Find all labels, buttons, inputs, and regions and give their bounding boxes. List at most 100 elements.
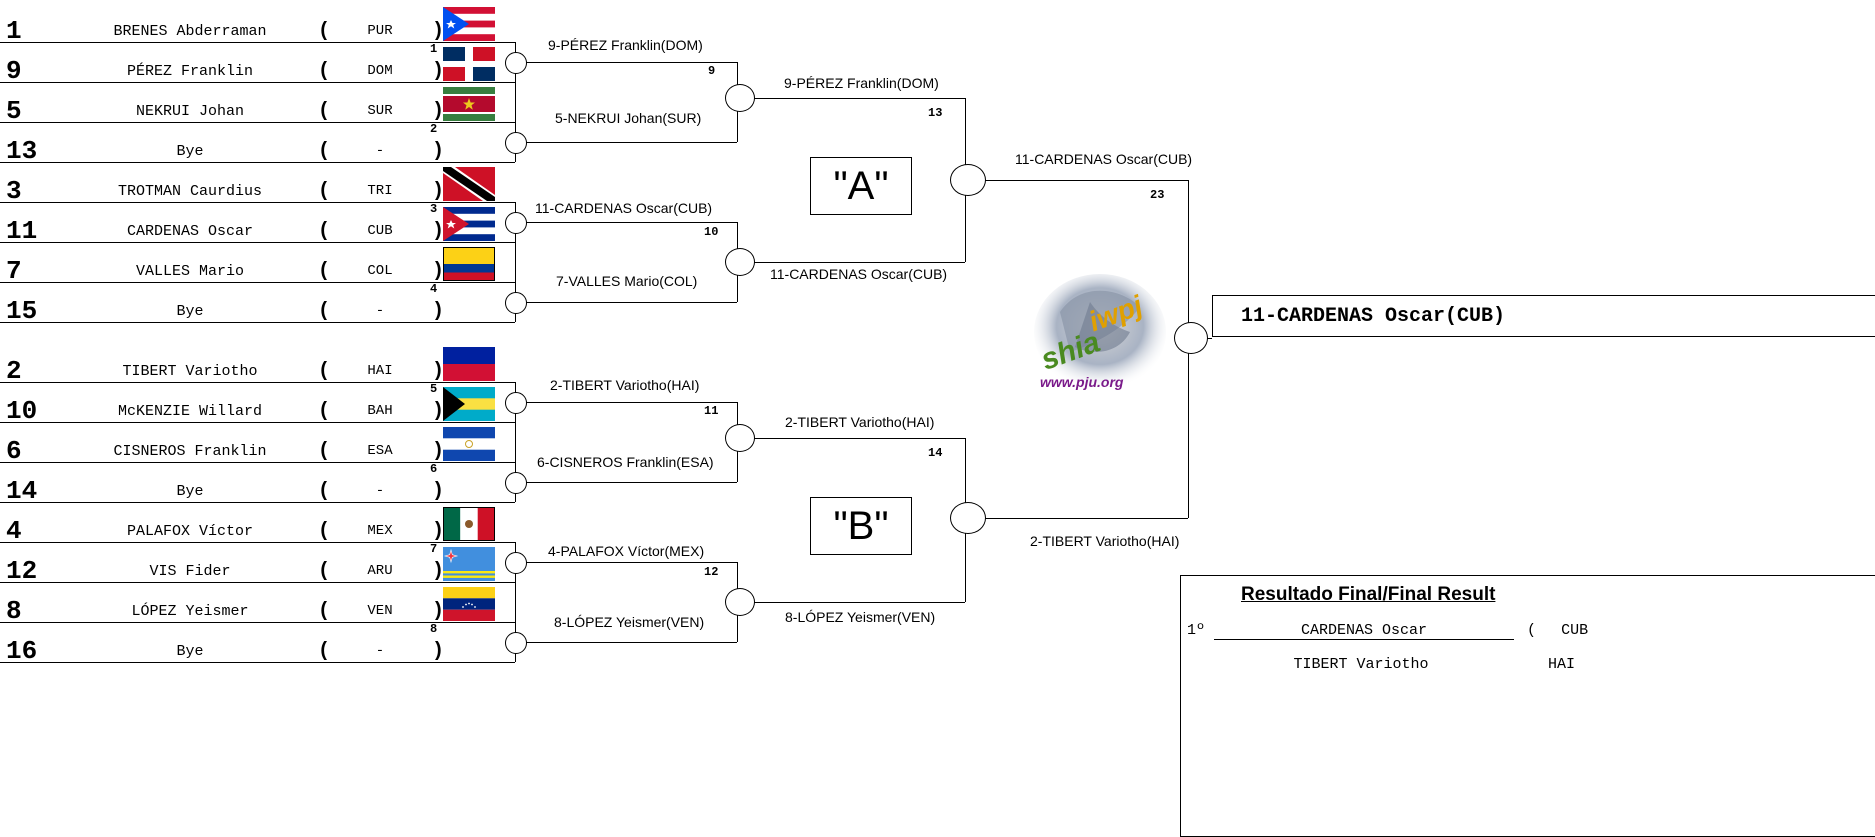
winner-line [965, 518, 1188, 519]
row-divider [0, 82, 515, 83]
winner-line [515, 402, 737, 403]
player-seed: 11 [6, 216, 38, 246]
paren-close: ) [432, 20, 445, 43]
match-circle[interactable] [950, 164, 986, 196]
paren-open: ( [318, 260, 331, 283]
row-divider [0, 162, 515, 163]
pool-a-box: "A" [810, 157, 912, 215]
winner-label: 2-TIBERT Variotho(HAI) [1030, 533, 1180, 549]
match-circle[interactable] [505, 632, 527, 654]
player-country: ESA [367, 443, 393, 459]
winner-line [515, 562, 737, 563]
player-country: SUR [367, 103, 393, 119]
winner-label: 8-LÓPEZ Yeismer(VEN) [554, 614, 705, 630]
match-circle[interactable] [505, 472, 527, 494]
match-circle[interactable] [505, 52, 527, 74]
result-row-2: TIBERT Variotho HAI [1187, 656, 1575, 673]
paren-open: ( [318, 100, 331, 123]
player-seed: 3 [6, 176, 22, 206]
player-name: LÓPEZ Yeismer [131, 603, 249, 620]
result-row-1: 1º CARDENAS Oscar ( CUB [1187, 622, 1588, 640]
match-circle[interactable] [950, 502, 986, 534]
player-name: Bye [176, 143, 204, 160]
match-circle[interactable] [505, 212, 527, 234]
row-divider [0, 462, 515, 463]
player-seed: 13 [6, 136, 38, 166]
winner-line [737, 602, 965, 603]
player-name: PALAFOX Víctor [126, 523, 254, 540]
winner-line [515, 302, 737, 303]
winner-line [515, 642, 737, 643]
match-circle[interactable] [505, 552, 527, 574]
haiti-flag-icon [443, 347, 495, 381]
player-country: TRI [367, 183, 393, 199]
player-name: VIS Fider [149, 563, 231, 580]
winner-label: 2-TIBERT Variotho(HAI) [785, 414, 935, 430]
match-circle[interactable] [505, 132, 527, 154]
winner-line [965, 180, 1188, 181]
paren-open: ( [1527, 622, 1537, 639]
row-divider [0, 42, 515, 43]
row-divider [0, 242, 515, 243]
player-seed: 1 [6, 16, 22, 46]
bahamas-flag-icon [443, 387, 495, 421]
paren-close: ) [432, 220, 445, 243]
paren-open: ( [318, 180, 331, 203]
winner-label: 9-PÉREZ Franklin(DOM) [784, 75, 939, 91]
player-name: McKENZIE Willard [117, 403, 263, 420]
champion-box: 11-CARDENAS Oscar(CUB) [1212, 295, 1875, 337]
match-circle[interactable] [725, 248, 755, 276]
final-result-panel: Resultado Final/Final Result 1º CARDENAS… [1180, 575, 1875, 837]
trinidad-flag-icon [443, 167, 495, 201]
winner-label: 8-LÓPEZ Yeismer(VEN) [785, 609, 936, 625]
player-name: VALLES Mario [135, 263, 245, 280]
player-name: TROTMAN Caurdius [117, 183, 263, 200]
final-circle[interactable] [1174, 322, 1208, 354]
paren-open: ( [318, 300, 331, 323]
paren-close: ) [432, 640, 445, 663]
paren-open: ( [318, 360, 331, 383]
el-salvador-flag-icon [443, 427, 495, 461]
paren-open: ( [318, 140, 331, 163]
player-name: Bye [176, 483, 204, 500]
row-divider [0, 582, 515, 583]
paren-close: ) [432, 440, 445, 463]
match-number: 8 [430, 622, 438, 636]
match-number: 5 [430, 382, 438, 396]
row-divider [0, 282, 515, 283]
match-number: 1 [430, 42, 438, 56]
pool-b-label: "B" [833, 504, 889, 548]
match-number: 12 [704, 565, 719, 579]
final-result-title: Resultado Final/Final Result [1241, 584, 1496, 605]
connector [515, 42, 516, 122]
match-number: 14 [928, 446, 943, 460]
player-country: VEN [367, 603, 393, 619]
shiaiwpj-logo: shia iwpj www.pju.org [1034, 274, 1166, 390]
player-country: CUB [367, 223, 393, 239]
paren-open: ( [318, 220, 331, 243]
match-number: 7 [430, 542, 438, 556]
result-country: HAI [1548, 656, 1576, 673]
puerto-rico-flag-icon [443, 7, 495, 41]
paren-open: ( [318, 480, 331, 503]
match-circle[interactable] [505, 392, 527, 414]
player-country: MEX [367, 523, 393, 539]
result-name: TIBERT Variotho [1293, 656, 1429, 673]
match-circle[interactable] [725, 424, 755, 452]
player-seed: 6 [6, 436, 22, 466]
winner-line [515, 142, 737, 143]
paren-open: ( [318, 60, 331, 83]
match-circle[interactable] [725, 588, 755, 616]
paren-open: ( [318, 440, 331, 463]
winner-label: 11-CARDENAS Oscar(CUB) [770, 266, 948, 282]
paren-open: ( [318, 20, 331, 43]
row-divider [0, 382, 515, 383]
suriname-flag-icon [443, 87, 495, 121]
match-circle[interactable] [725, 84, 755, 112]
match-circle[interactable] [505, 292, 527, 314]
paren-close: ) [432, 560, 445, 583]
player-country: PUR [367, 23, 393, 39]
paren-open: ( [318, 400, 331, 423]
player-seed: 12 [6, 556, 38, 586]
winner-label: 9-PÉREZ Franklin(DOM) [548, 37, 703, 53]
